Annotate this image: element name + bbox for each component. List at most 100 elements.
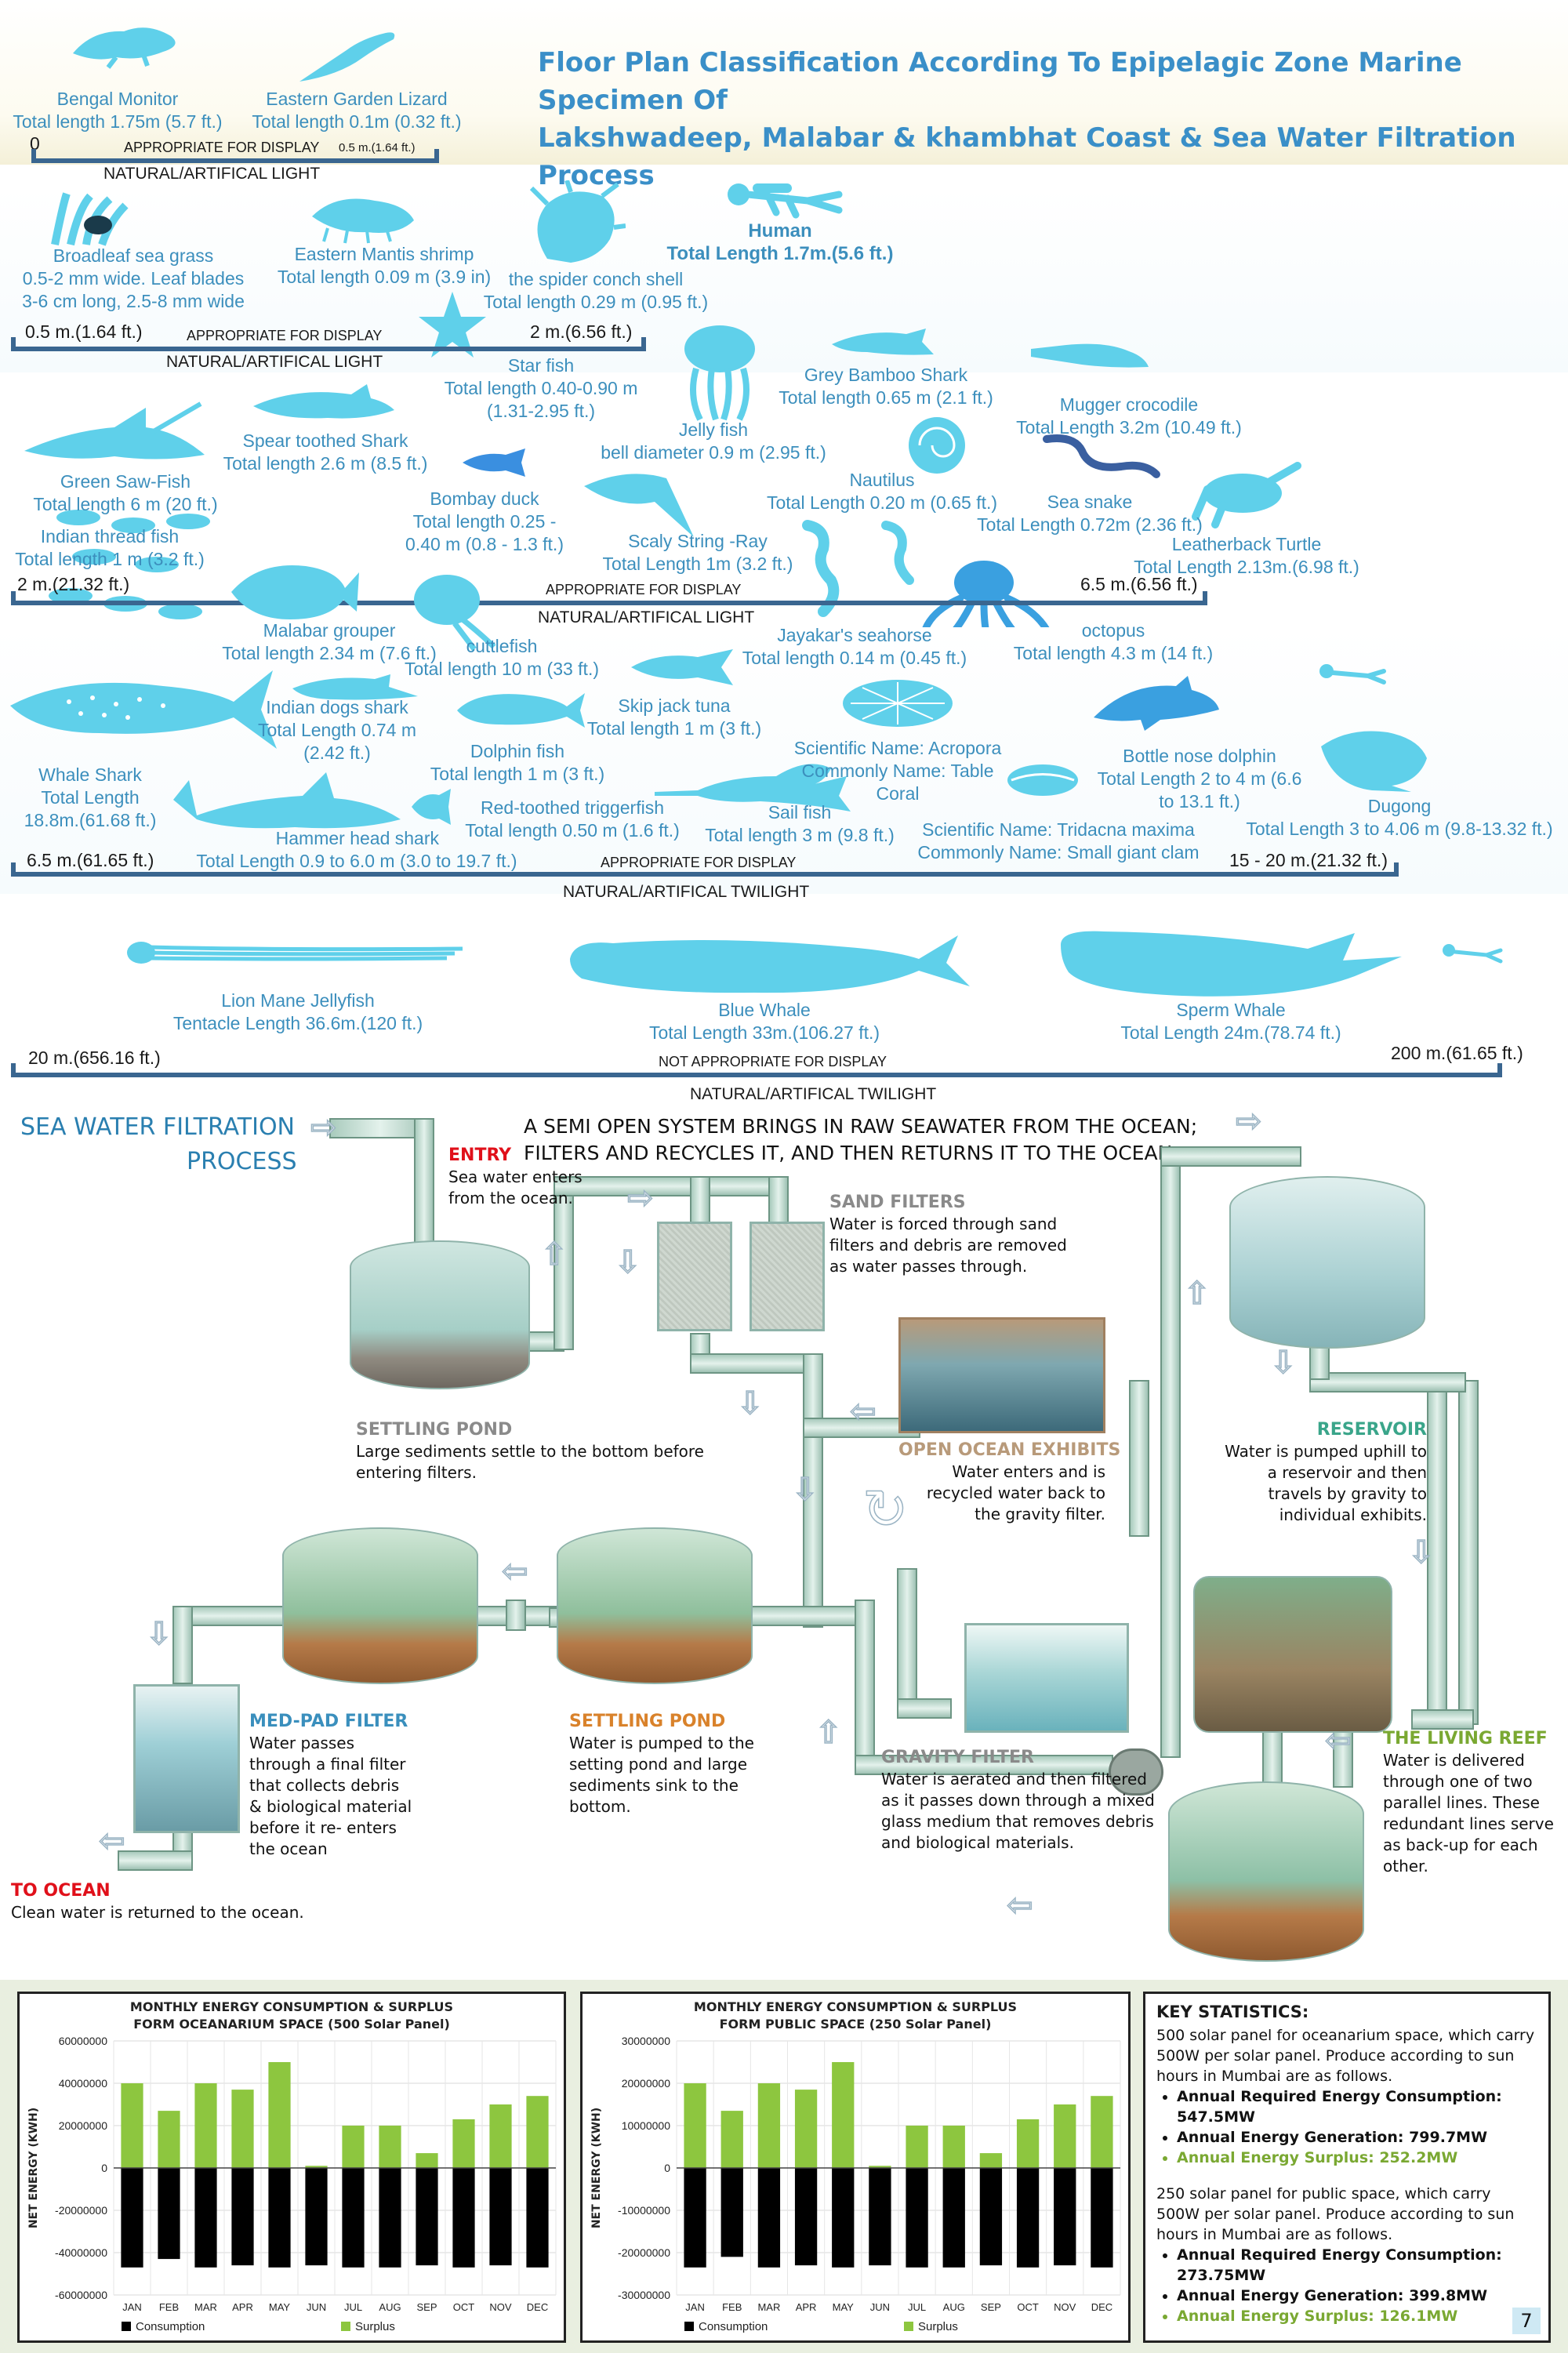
step-reservoir: RESERVOIR Water is pumped uphill to a re… bbox=[1225, 1420, 1427, 1524]
bar-consumption bbox=[906, 2168, 928, 2268]
stats-item-surplus: Annual Energy Surplus: 252.2MW bbox=[1177, 2148, 1537, 2168]
zone5-scale-bar bbox=[11, 1046, 1502, 1077]
zone3-light: NATURAL/ARTIFICAL LIGHT bbox=[538, 608, 755, 626]
zone5-end-label: 200 m.(61.65 ft.) bbox=[1391, 1043, 1523, 1063]
zone2-display: APPROPRIATE FOR DISPLAY bbox=[187, 328, 383, 343]
jellyfish-icon bbox=[684, 325, 755, 421]
flow-arrow-left: ⇦ bbox=[1006, 1887, 1033, 1923]
x-tick-label: MAR bbox=[194, 2301, 217, 2313]
tuna-icon bbox=[631, 649, 733, 685]
bar-surplus bbox=[526, 2096, 549, 2168]
bar-consumption bbox=[231, 2168, 254, 2266]
bombay-duck-icon bbox=[463, 448, 525, 477]
bar-consumption bbox=[757, 2168, 781, 2268]
step-entry: ENTRY Sea water enters from the ocean. bbox=[448, 1146, 583, 1207]
x-tick-label: NOV bbox=[1054, 2301, 1076, 2313]
legend-swatch bbox=[122, 2322, 131, 2331]
bar-surplus bbox=[1016, 2119, 1040, 2168]
stats-item: Annual Required Energy Consumption: 547.… bbox=[1177, 2086, 1537, 2127]
legend-swatch bbox=[341, 2322, 350, 2331]
sailfish-icon bbox=[655, 764, 851, 812]
x-tick-label: DEC bbox=[527, 2301, 548, 2313]
chart-oceanarium-svg: 6000000040000000200000000-20000000-40000… bbox=[27, 2035, 557, 2333]
zone2-light: NATURAL/ARTIFICAL LIGHT bbox=[166, 353, 383, 371]
y-tick-label: -20000000 bbox=[55, 2204, 107, 2217]
key-statistics-panel: KEY STATISTICS: 500 solar panel for ocea… bbox=[1143, 1992, 1551, 2343]
step-gravity-filter: GRAVITY FILTER Water is aerated and then… bbox=[881, 1748, 1155, 1852]
zone3-display: APPROPRIATE FOR DISPLAY bbox=[546, 582, 742, 597]
dugong-icon bbox=[1321, 731, 1427, 792]
turtle-icon bbox=[1192, 462, 1301, 528]
flow-arrow-down: ⇩ bbox=[614, 1244, 641, 1280]
legend-label: Consumption bbox=[699, 2320, 768, 2333]
step-settling-pond-1: SETTLING POND Large sediments settle to … bbox=[356, 1420, 704, 1482]
y-tick-label: -60000000 bbox=[55, 2289, 107, 2301]
pipe bbox=[855, 1755, 1113, 1775]
pipe bbox=[554, 1176, 574, 1350]
x-tick-label: JUN bbox=[307, 2301, 326, 2313]
title-line-2: Lakshwadeep, Malabar & khambhat Coast & … bbox=[538, 122, 1516, 191]
nautilus-icon bbox=[909, 417, 965, 474]
triggerfish-icon bbox=[412, 789, 451, 825]
zone4-display: APPROPRIATE FOR DISPLAY bbox=[601, 855, 797, 870]
diver-icon bbox=[728, 183, 843, 219]
bar-consumption bbox=[942, 2168, 965, 2268]
pipe bbox=[1309, 1372, 1466, 1393]
legend-swatch bbox=[684, 2322, 694, 2331]
y-tick-label: 40000000 bbox=[59, 2077, 108, 2090]
recycle-icon: ↻ bbox=[862, 1477, 909, 1541]
bar-consumption bbox=[979, 2168, 1003, 2266]
flow-arrow-up: ⇧ bbox=[815, 1715, 842, 1751]
bar-consumption bbox=[158, 2168, 180, 2260]
y-tick-label: 20000000 bbox=[59, 2119, 108, 2132]
bar-surplus bbox=[158, 2111, 180, 2168]
legend-label: Consumption bbox=[136, 2320, 205, 2333]
open-ocean-exhibit-image bbox=[898, 1317, 1105, 1433]
pipe bbox=[897, 1698, 952, 1719]
bar-surplus bbox=[489, 2104, 512, 2168]
flow-arrow-down: ⇩ bbox=[1407, 1534, 1435, 1570]
y-tick-label: -10000000 bbox=[618, 2204, 670, 2217]
grouper-icon bbox=[231, 565, 359, 619]
x-tick-label: OCT bbox=[1017, 2301, 1039, 2313]
y-tick-label: -30000000 bbox=[618, 2289, 670, 2301]
filtration-intro: A SEMI OPEN SYSTEM BRINGS IN RAW SEAWATE… bbox=[524, 1115, 1198, 1164]
diver-icon-3 bbox=[1443, 944, 1503, 964]
x-tick-label: JAN bbox=[685, 2301, 705, 2313]
bar-surplus bbox=[342, 2126, 365, 2168]
bar-surplus bbox=[757, 2083, 781, 2168]
bar-consumption bbox=[452, 2168, 475, 2268]
dolphin-icon bbox=[1094, 676, 1219, 731]
bar-surplus bbox=[794, 2090, 818, 2168]
stats-paragraph-2: 250 solar panel for public space, which … bbox=[1156, 2185, 1515, 2243]
sand-filter-1 bbox=[657, 1222, 732, 1331]
zone4-start-label: 6.5 m.(61.65 ft.) bbox=[27, 850, 154, 870]
step-settling-pond-2: SETTLING POND Water is pumped to the set… bbox=[569, 1712, 754, 1816]
stingray-icon bbox=[584, 474, 694, 537]
bar-consumption bbox=[1054, 2168, 1076, 2266]
header-band bbox=[0, 0, 1568, 165]
stats-title: KEY STATISTICS: bbox=[1156, 2003, 1309, 2021]
zone1-start-label: 0 bbox=[30, 133, 40, 154]
dog-shark-icon bbox=[292, 674, 418, 700]
y-tick-label: 0 bbox=[664, 2162, 670, 2174]
bar-surplus bbox=[1054, 2104, 1076, 2168]
y-tick-label: 30000000 bbox=[622, 2035, 671, 2047]
page-number: 7 bbox=[1512, 2308, 1541, 2334]
monitor-lizard-icon bbox=[73, 27, 176, 69]
bar-consumption bbox=[416, 2168, 438, 2266]
x-tick-label: JUL bbox=[908, 2301, 926, 2313]
gravity-tank bbox=[1168, 1781, 1364, 1962]
x-tick-label: NOV bbox=[489, 2301, 512, 2313]
bar-surplus bbox=[121, 2083, 143, 2168]
y-tick-label: 60000000 bbox=[59, 2035, 108, 2047]
y-tick-label: 10000000 bbox=[622, 2119, 671, 2132]
